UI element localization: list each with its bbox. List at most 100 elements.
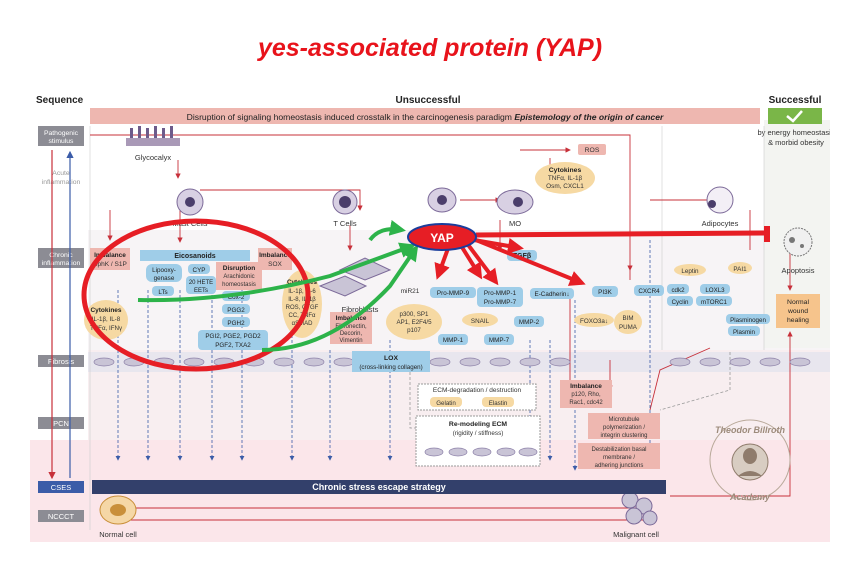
cses-bar: [92, 480, 666, 494]
normal-wound-healing-l1: Normal: [787, 299, 809, 306]
normal-cell-icon: [99, 495, 137, 525]
disruption-node: [216, 262, 262, 290]
ros-node: [578, 144, 606, 155]
mo-label: MO: [509, 219, 521, 228]
yap-inhibit-arrow: [475, 230, 766, 238]
energy-line1: by energy homeostasis: [757, 128, 830, 137]
banner-emphasis: Epistemology of the origin of cancer: [514, 112, 664, 122]
stage-acute-l2: inflammation: [42, 179, 81, 186]
pro-mmp9-node: [430, 287, 476, 298]
highlight-circle: [81, 218, 311, 372]
gelatin-node: [430, 397, 462, 407]
normal-wound-healing-l2: wound: [787, 308, 808, 315]
mmp7-node: [484, 334, 514, 345]
imbalance-p120-l1: p120, Rho,: [571, 392, 601, 398]
mir21-text: miR21: [401, 288, 420, 295]
green-arrow-cytokines: [137, 242, 416, 303]
watermark-name: Theodor Billroth: [715, 425, 785, 435]
glycocalyx-label: Glycocalyx: [135, 153, 172, 162]
elastin-text: Elastin: [489, 400, 508, 407]
lts-node: [152, 286, 174, 296]
p300-l1: p300, SP1: [400, 311, 429, 318]
mmp1-text: MMP-1: [443, 337, 464, 344]
ecm-cells-icon: [424, 447, 538, 457]
plasminogen-node: [726, 314, 770, 324]
stage-chronic-l1: Chronic: [49, 252, 73, 259]
glycocalyx-icon: [126, 126, 180, 146]
lipoxygenase-l1: Lipooxy-: [152, 267, 176, 274]
disruption-l2: homeostasis: [222, 282, 256, 288]
pgg2-node: [222, 304, 250, 314]
pgg2-text: PGG2: [227, 307, 245, 314]
hete-node: [186, 276, 216, 294]
billroth-academy-seal: [709, 419, 791, 501]
foxo3a-text: FOXO3a↓: [580, 318, 608, 325]
destabilization-l1: Destabilization basal: [591, 447, 646, 453]
lox-node: [352, 351, 430, 372]
imbalance-p120-title: Imbalance: [570, 383, 602, 390]
prostaglandins-l1: PGI2, PGE2, PGD2: [205, 333, 261, 340]
prostaglandins-l2: PGF2, TXA2: [215, 342, 251, 349]
imbalance-sphk-sub: SphK / S1P: [93, 261, 127, 268]
pro-mmp17-l2: Pro-MMP-7: [484, 299, 517, 306]
yap-text: YAP: [430, 231, 454, 245]
pgh2-node: [222, 317, 250, 327]
disruption-title: Disruption: [223, 265, 256, 272]
cxcr4-text: CXCR4: [638, 288, 660, 295]
yap-inhibit-bar: [764, 226, 770, 242]
cdk2-text: cdk2: [671, 287, 685, 294]
stage-chronic: [38, 248, 84, 268]
svg-text:Disruption of signaling homeos: Disruption of signaling homeostasis indu…: [187, 112, 664, 122]
green-arrow-tcells: [368, 219, 406, 242]
mtorc1-text: mTORC1: [701, 299, 728, 306]
yap-arrows: [434, 238, 586, 286]
remodeling-ecm-box: [415, 415, 541, 467]
sequence-heading: Sequence: [36, 95, 84, 106]
prostaglandins-node: [198, 330, 268, 350]
malignant-cell-icon: [621, 491, 658, 526]
plasminogen-text: Plasminogen: [730, 317, 766, 324]
cyclin-node: [667, 296, 693, 306]
pgh2-text: PGH2: [227, 320, 245, 327]
cytokines-top-line1: TNFα, IL-1β: [548, 175, 583, 182]
page-title: yes-associated protein (YAP): [257, 34, 603, 62]
stage-pathogenic-l1: Pathogenic: [44, 130, 79, 137]
cyp-node: [188, 264, 210, 274]
apoptosis-label: Apoptosis: [782, 266, 815, 275]
destabilization-l3: adhering junctions: [595, 463, 644, 469]
cytokines-top-node: [535, 162, 595, 194]
green-arrow-prostaglandins: [261, 244, 419, 352]
mast-cell-icon: [176, 188, 204, 216]
pro-mmp9-text: Pro-MMP-9: [437, 290, 470, 297]
snail-text: SNAIL: [471, 318, 490, 325]
stage-chronic-l2: inflammation: [42, 260, 81, 267]
disruption-l1: Arachidonic: [223, 274, 254, 280]
puma-text: PUMA: [619, 324, 638, 331]
adipocyte-icon: [706, 186, 734, 214]
lipoxygenase-l2: genase: [154, 275, 175, 282]
pro-mmp17-node: [477, 287, 523, 307]
eicosanoids-text: Eicosanoids: [174, 253, 215, 260]
bim-puma-node: [614, 310, 642, 334]
microtubule-l1: Microtubule: [608, 417, 640, 423]
apoptosis-icon: [783, 227, 813, 257]
stage-ncccт-text: NCCCT: [48, 512, 75, 521]
imbalance-fibronectin-l3: Vimentin: [339, 338, 362, 344]
snail-node: [462, 313, 498, 327]
ros-text: ROS: [585, 147, 600, 154]
cox2-text: Cox-2: [228, 294, 245, 301]
mmp2-text: MMP-2: [519, 319, 540, 326]
hete-l2: EETs: [194, 288, 208, 294]
normal-cell-label: Normal cell: [99, 530, 137, 539]
cytokines-right-l2: IL-8, IL-1β: [288, 297, 316, 303]
fibroblasts-label: Fibroblasts: [342, 305, 379, 314]
hete-l1: 20 HETE: [189, 280, 213, 286]
stage-cses-text: CSES: [51, 483, 71, 492]
remodeling-ecm-title: Re-modeling ECM: [449, 421, 507, 428]
microtubule-l3: integrin clustering: [600, 433, 647, 439]
cytokines-right-l1: IL-1β, IL-6: [288, 289, 316, 295]
tgfb-text: TGFβ: [513, 253, 532, 260]
t-cell-icon: [332, 189, 358, 215]
stage-acute-l1: Acute: [52, 170, 70, 177]
imbalance-fibronectin-l1: Fibronectin,: [335, 324, 367, 330]
